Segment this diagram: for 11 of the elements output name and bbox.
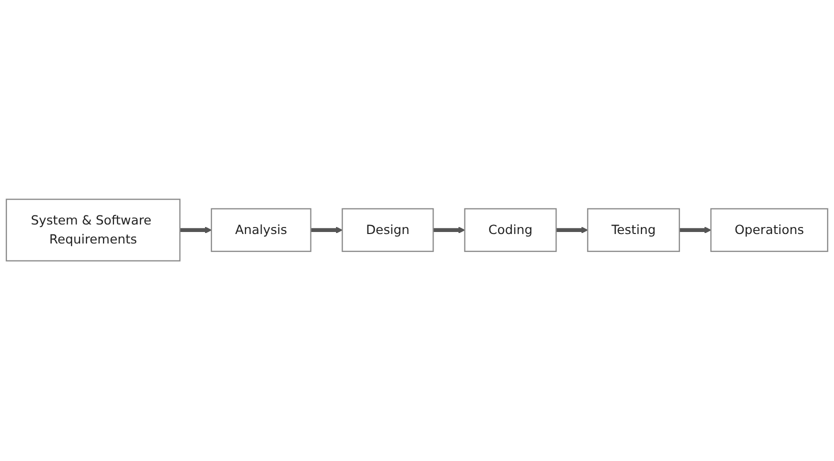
arrow (180, 227, 212, 234)
node-box: Design (342, 208, 434, 252)
node-box: Operations (710, 208, 828, 252)
node-box: Coding (464, 208, 557, 252)
arrow (679, 227, 712, 234)
node-box: Analysis (210, 208, 312, 252)
node-box: System & Software Requirements (6, 199, 180, 262)
arrow (310, 227, 343, 234)
node-box: Testing (587, 208, 680, 252)
arrow (556, 227, 588, 234)
arrow (433, 227, 466, 234)
